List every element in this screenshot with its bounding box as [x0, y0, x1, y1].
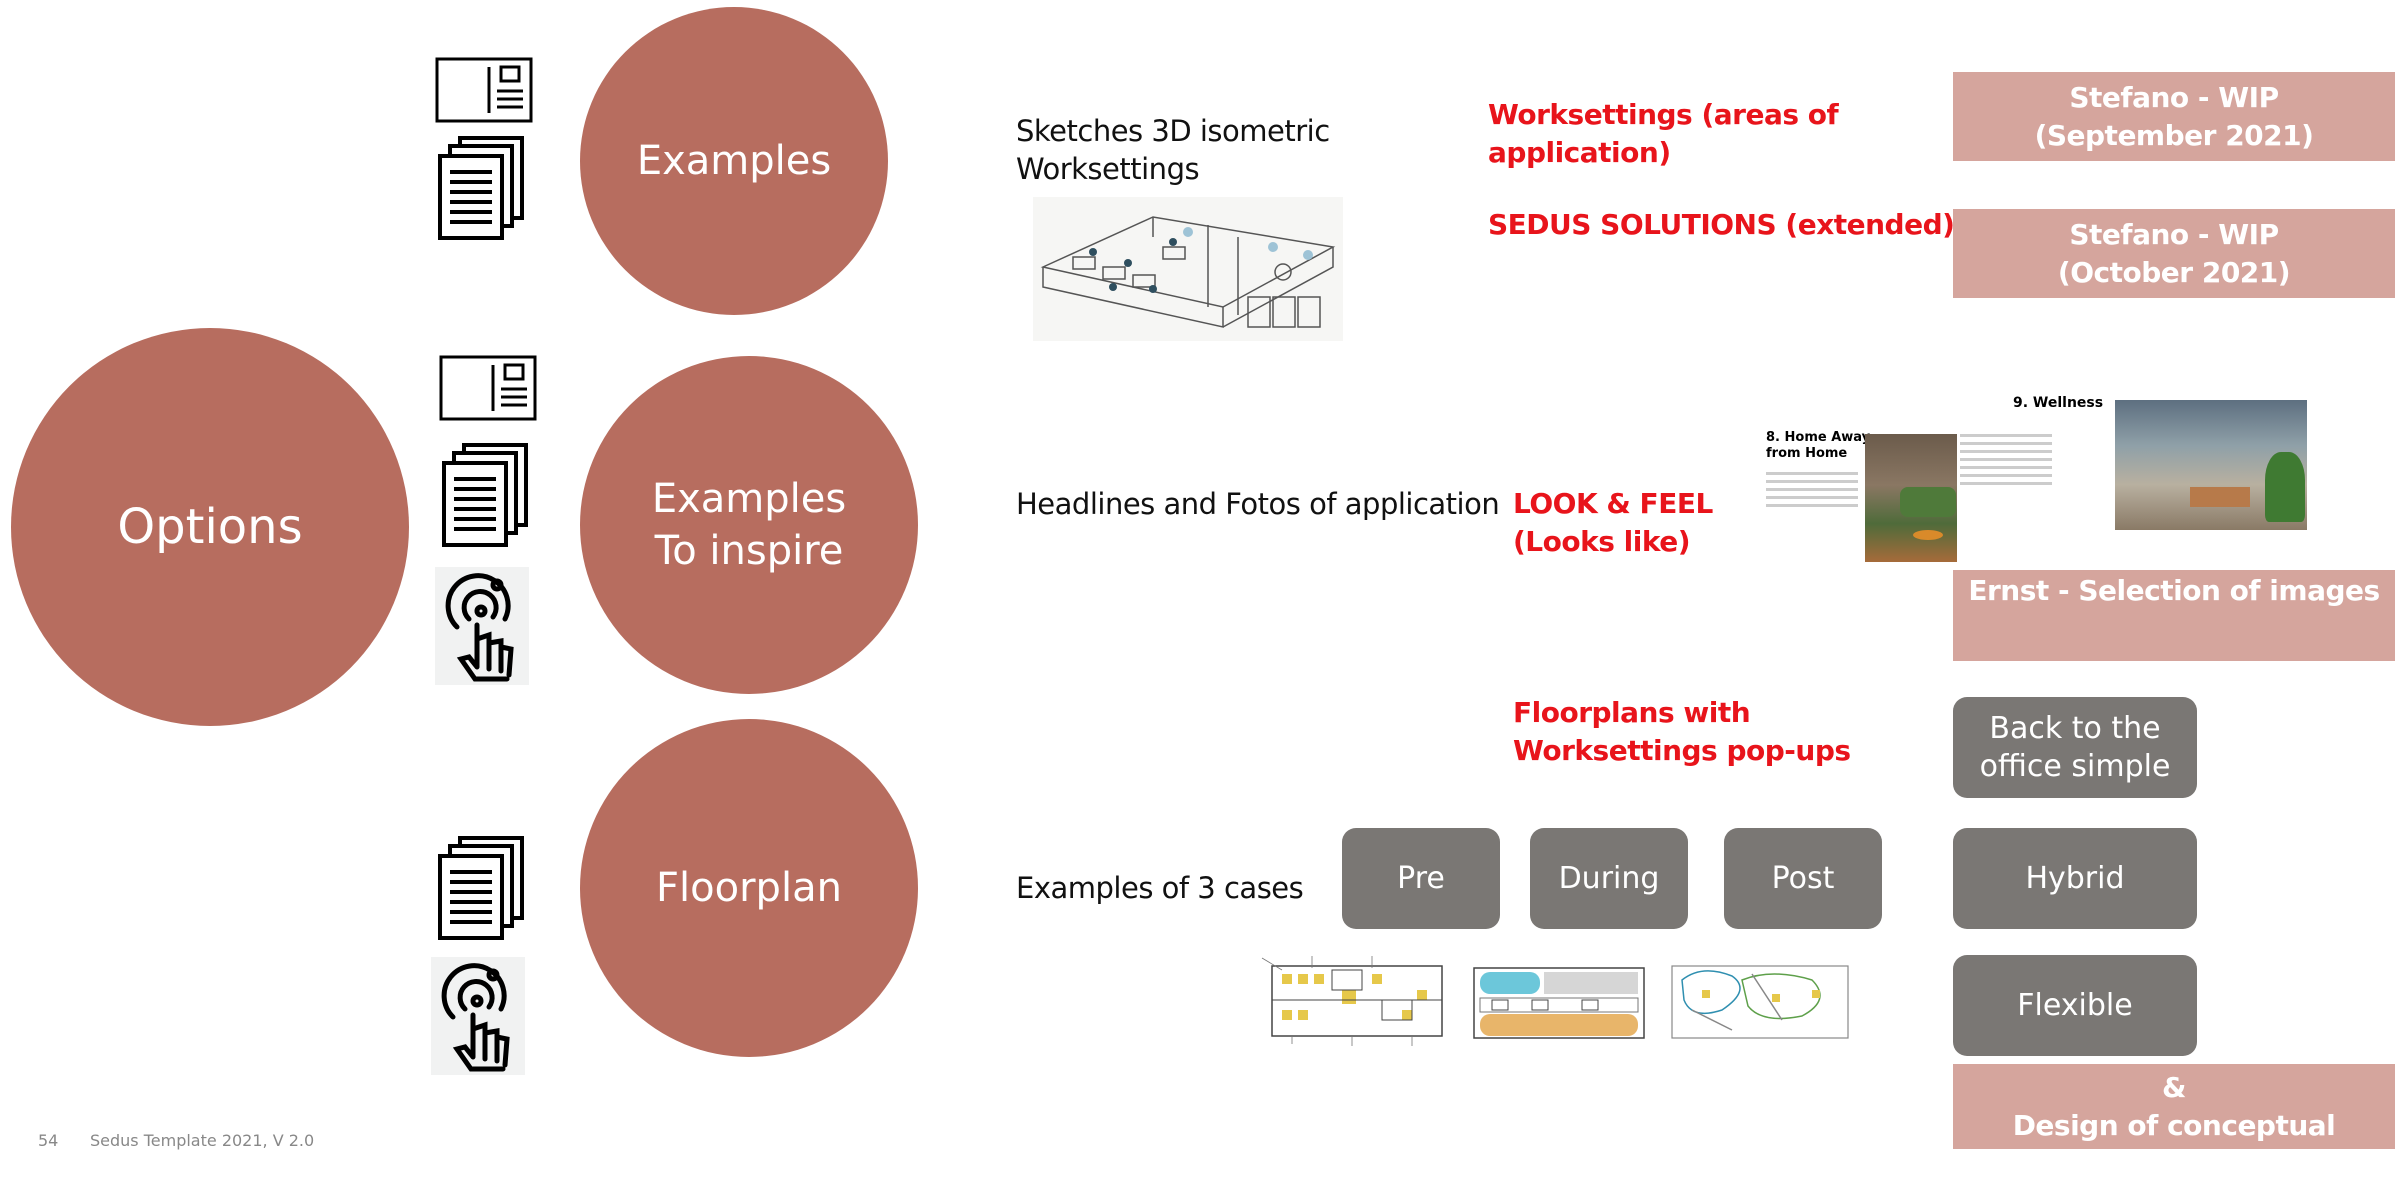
sedus-solutions-label: SEDUS SOLUTIONS (extended) [1488, 208, 1955, 241]
inspire-label-line1: Examples [651, 476, 847, 522]
examples-label: Examples [636, 138, 832, 184]
documents-stack-icon [442, 443, 528, 547]
magazine-heading-wellness: 9. Wellness [2013, 395, 2104, 411]
flexible-button[interactable]: Flexible [1953, 955, 2197, 1056]
documents-stack-icon [438, 836, 524, 940]
options-label: Options [117, 498, 303, 555]
sketches-description: Sketches 3D isometric Worksettings [1016, 114, 1330, 186]
isometric-sketch-image [1033, 197, 1343, 341]
touch-tap-icon [435, 567, 529, 685]
status-wip-october: Stefano - WIP (October 2021) [1953, 209, 2395, 298]
options-circle: Options [11, 328, 409, 726]
postcard-icon [435, 57, 533, 123]
magazine-heading-home: 8. Home Away from Home [1766, 430, 1871, 461]
magazine-spread-image: 8. Home Away from Home 9. Wellness [1760, 392, 2313, 562]
examples-circle: Examples [580, 7, 888, 315]
floorplans-popups-label: Floorplans with Worksettings pop-ups [1513, 696, 1851, 767]
footer-page-number: 54 [38, 1131, 59, 1150]
status-ernst-selection: Ernst - Selection of images [1953, 570, 2395, 661]
touch-tap-icon [431, 957, 525, 1075]
inspire-label-line2: To inspire [654, 528, 844, 574]
floorplan-label: Floorplan [656, 865, 842, 911]
cases-description: Examples of 3 cases [1016, 871, 1304, 905]
documents-stack-icon [438, 136, 524, 240]
back-to-office-button[interactable]: Back to the office simple [1953, 697, 2197, 798]
during-button[interactable]: During [1530, 828, 1688, 929]
look-and-feel-label: LOOK & FEEL (Looks like) [1513, 487, 1713, 558]
status-sketch-design: Stefano & Fabrizio - Sketch & Design of … [1953, 1033, 2395, 1180]
pre-button[interactable]: Pre [1342, 828, 1500, 929]
postcard-icon [439, 355, 537, 421]
floorplan-circle: Floorplan [580, 719, 918, 1057]
floorplan-sketches-image [1252, 950, 1858, 1062]
examples-inspire-circle: Examples To inspire [580, 356, 918, 694]
post-button[interactable]: Post [1724, 828, 1882, 929]
worksettings-label: Worksettings (areas of application) [1488, 98, 1839, 169]
hybrid-button[interactable]: Hybrid [1953, 828, 2197, 929]
footer-template-label: Sedus Template 2021, V 2.0 [90, 1131, 315, 1150]
status-wip-september: Stefano - WIP (September 2021) [1953, 72, 2395, 161]
headlines-description: Headlines and Fotos of application [1016, 487, 1500, 521]
